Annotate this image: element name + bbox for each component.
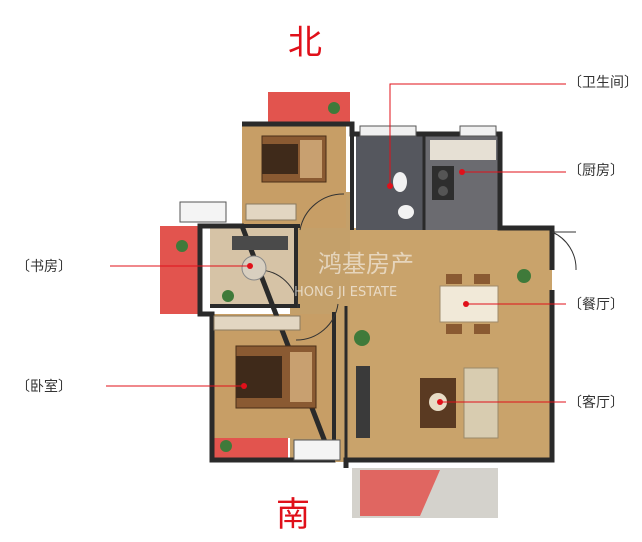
plant-3 [517,269,531,283]
dining-chair-1 [446,274,462,284]
plant-2 [354,330,370,346]
dot-bedroom [241,383,247,389]
door-arc-1 [299,193,345,231]
burner-1 [438,170,448,180]
window-right-kitchen [459,125,497,137]
dot-study [247,263,253,269]
window-bottom [293,439,341,461]
south-label: 南 [276,495,310,535]
stove [432,166,454,200]
label-living: 〔客厅〕 [568,395,624,411]
kitchen-counter [430,140,496,160]
door-arc-3 [295,303,339,341]
north-label: 北 [288,23,322,63]
label-bathroom: 〔卫生间〕 [568,75,638,91]
watermark-cn: 鸿基房产 [318,250,414,278]
bed-bottom-pillow [290,352,312,402]
leader-lines [106,83,566,403]
label-dining: 〔餐厅〕 [568,297,624,313]
furniture [176,102,531,452]
leader-bathroom [389,83,566,186]
door-arc-entry [551,231,577,271]
dot-bathroom [387,183,393,189]
plant-6 [328,102,340,114]
bath-sink [398,205,414,219]
label-study: 〔书房〕 [16,259,72,275]
tv-cabinet [356,366,370,438]
plant-1 [222,290,234,302]
bed-top-blanket [262,144,298,174]
dot-kitchen [459,169,465,175]
study-desk [232,236,288,250]
window-right-bath [359,125,417,137]
dining-chair-2 [474,274,490,284]
dining-chair-4 [474,324,490,334]
watermark-en: HONG JI ESTATE [294,285,397,300]
leader-dots [241,169,469,405]
window-top [179,201,227,223]
dining-chair-3 [446,324,462,334]
dot-living [437,399,443,405]
toilet [393,172,407,192]
study-balcony [160,226,200,314]
living-balcony-red [360,470,440,516]
label-kitchen: 〔厨房〕 [568,163,624,179]
plant-5 [220,440,232,452]
sofa [463,367,499,439]
burner-2 [438,186,448,196]
bed-top-pillow [300,140,322,178]
plant-4 [176,240,188,252]
wardrobe-bottom [213,315,301,331]
label-bedroom: 〔卧室〕 [16,379,72,395]
dot-dining [463,301,469,307]
study-chair [241,255,267,281]
bed-bottom-blanket [236,356,282,398]
walls [160,92,577,518]
wardrobe-top [245,203,297,221]
